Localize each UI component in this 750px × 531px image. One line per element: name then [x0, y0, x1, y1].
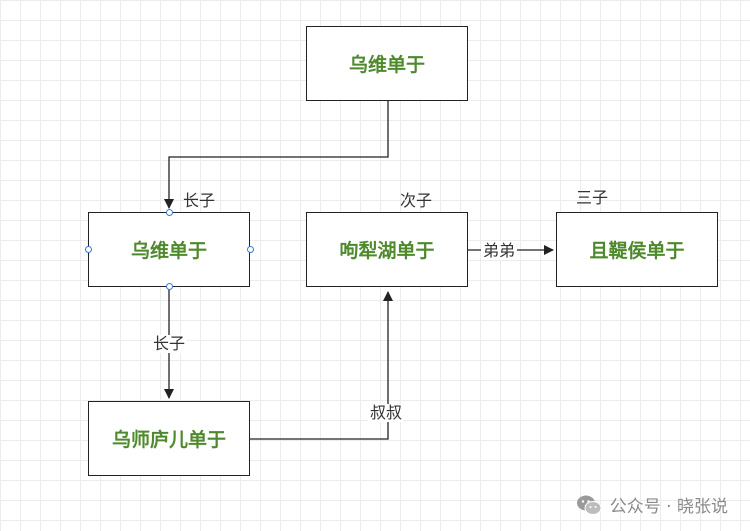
node-xuli[interactable]: 呴犁湖单于 — [306, 212, 468, 287]
label-uncle: 叔叔 — [368, 403, 405, 422]
node-label: 且鞮侯单于 — [589, 240, 685, 262]
node-label: 乌维单于 — [348, 54, 425, 76]
edge-wushilu-to-xuli — [250, 291, 393, 440]
label-second-son: 次子 — [400, 191, 433, 210]
node-label: 乌维单于 — [130, 240, 207, 262]
node-wushilu[interactable]: 乌师庐儿单于 — [88, 401, 250, 476]
connection-handle-bottom[interactable] — [166, 283, 173, 290]
node-wuwei-top[interactable]: 乌维单于 — [306, 26, 468, 101]
connection-handle-left[interactable] — [85, 246, 92, 253]
node-wuwei-mid[interactable]: 乌维单于 — [88, 212, 250, 287]
label-younger-brother: 弟弟 — [481, 241, 518, 260]
wechat-icon — [576, 495, 602, 515]
label-eldest-son-edge: 长子 — [151, 334, 188, 353]
watermark-text: 公众号 · 晓张说 — [609, 497, 728, 517]
node-jupu[interactable]: 且鞮侯单于 — [556, 212, 718, 287]
node-label: 乌师庐儿单于 — [111, 429, 226, 451]
connection-handle-right[interactable] — [247, 246, 254, 253]
connection-handle-top[interactable] — [166, 209, 173, 216]
edge-top-to-mid — [164, 101, 389, 209]
label-eldest-son-top: 长子 — [183, 191, 216, 210]
watermark: 公众号 · 晓张说 — [576, 492, 728, 517]
label-third-son: 三子 — [576, 188, 609, 207]
node-label: 呴犁湖单于 — [339, 240, 435, 262]
